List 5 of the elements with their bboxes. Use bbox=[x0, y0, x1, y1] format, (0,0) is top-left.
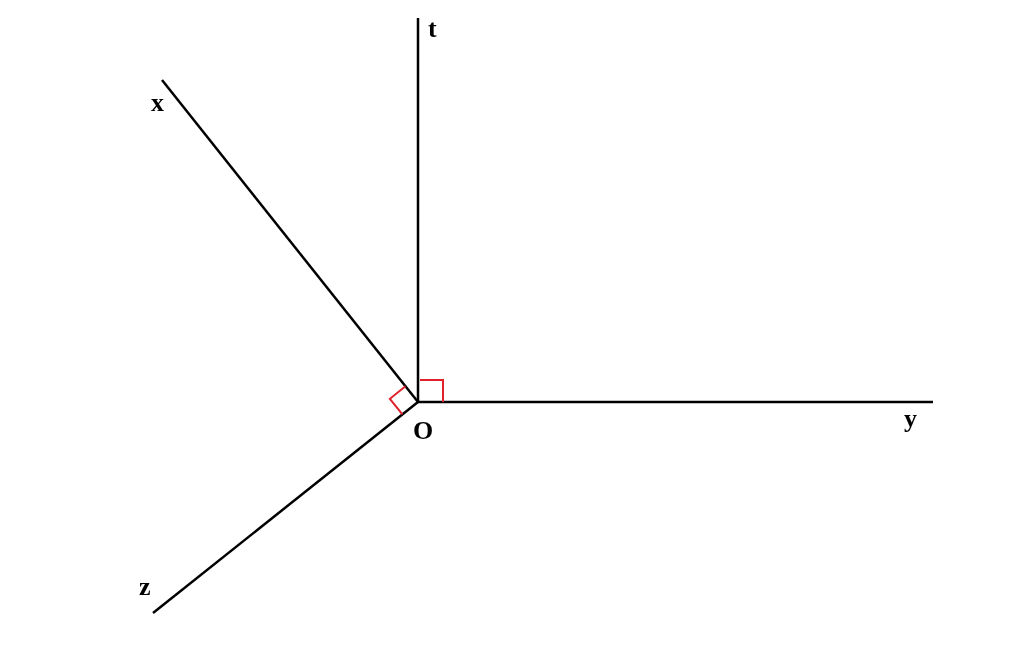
ray-label: z bbox=[139, 574, 151, 600]
ray-label: y bbox=[904, 406, 917, 432]
ray-label: t bbox=[428, 16, 437, 42]
ray-label: x bbox=[151, 90, 164, 116]
point-label: O bbox=[413, 418, 434, 444]
